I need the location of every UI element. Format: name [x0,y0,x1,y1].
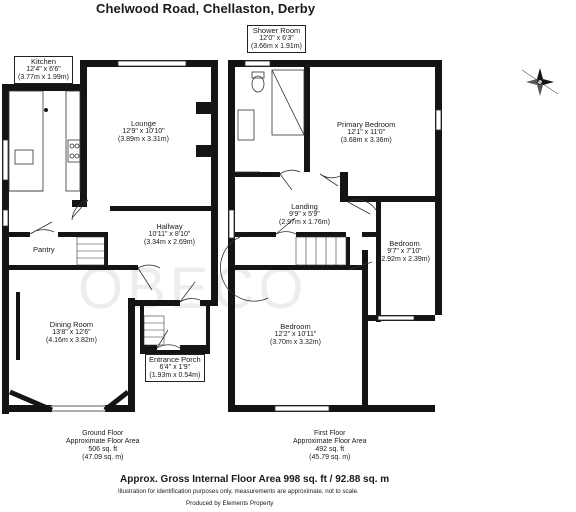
room-label-dining-room: Dining Room 13'8" x 12'6" (4.16m x 3.82m… [46,320,97,345]
room-label-landing: Landing 9'9" x 5'9" (2.97m x 1.76m) [279,202,330,227]
ground-floor-area: Ground Floor Approximate Floor Area 506 … [66,430,140,461]
room-label-kitchen: Kitchen 12'4" x 6'6" (3.77m x 1.99m) [14,56,73,84]
watermark: OBECO [78,256,308,321]
produced-by: Produced by Elements Property [186,500,274,507]
room-label-bedroom-1: Bedroom 12'2" x 10'11" (3.70m x 3.32m) [270,322,321,347]
disclaimer: Illustration for identification purposes… [118,488,359,495]
first-floor-area: First Floor Approximate Floor Area 492 s… [293,430,367,461]
gross-floor-area: Approx. Gross Internal Floor Area 998 sq… [120,474,390,485]
room-label-bedroom-2: Bedroom 9'7" x 7'10" (2.92m x 2.39m) [379,239,430,264]
page-title: Chelwood Road, Chellaston, Derby [96,1,316,16]
room-label-primary-bedroom: Primary Bedroom 12'1" x 11'0" (3.68m x 3… [337,120,396,145]
room-label-shower-room: Shower Room 12'0" x 6'3" (3.66m x 1.91m) [247,25,306,53]
room-label-hallway: Hallway 10'11" x 8'10" (3.34m x 2.69m) [144,222,195,247]
room-label-lounge: Lounge 12'9" x 10'10" (3.89m x 3.31m) [118,119,169,144]
room-label-entrance-porch: Entrance Porch 6'4" x 1'9" (1.93m x 0.54… [145,354,205,382]
compass-rose-icon [521,68,559,96]
room-label-pantry: Pantry [33,245,55,254]
